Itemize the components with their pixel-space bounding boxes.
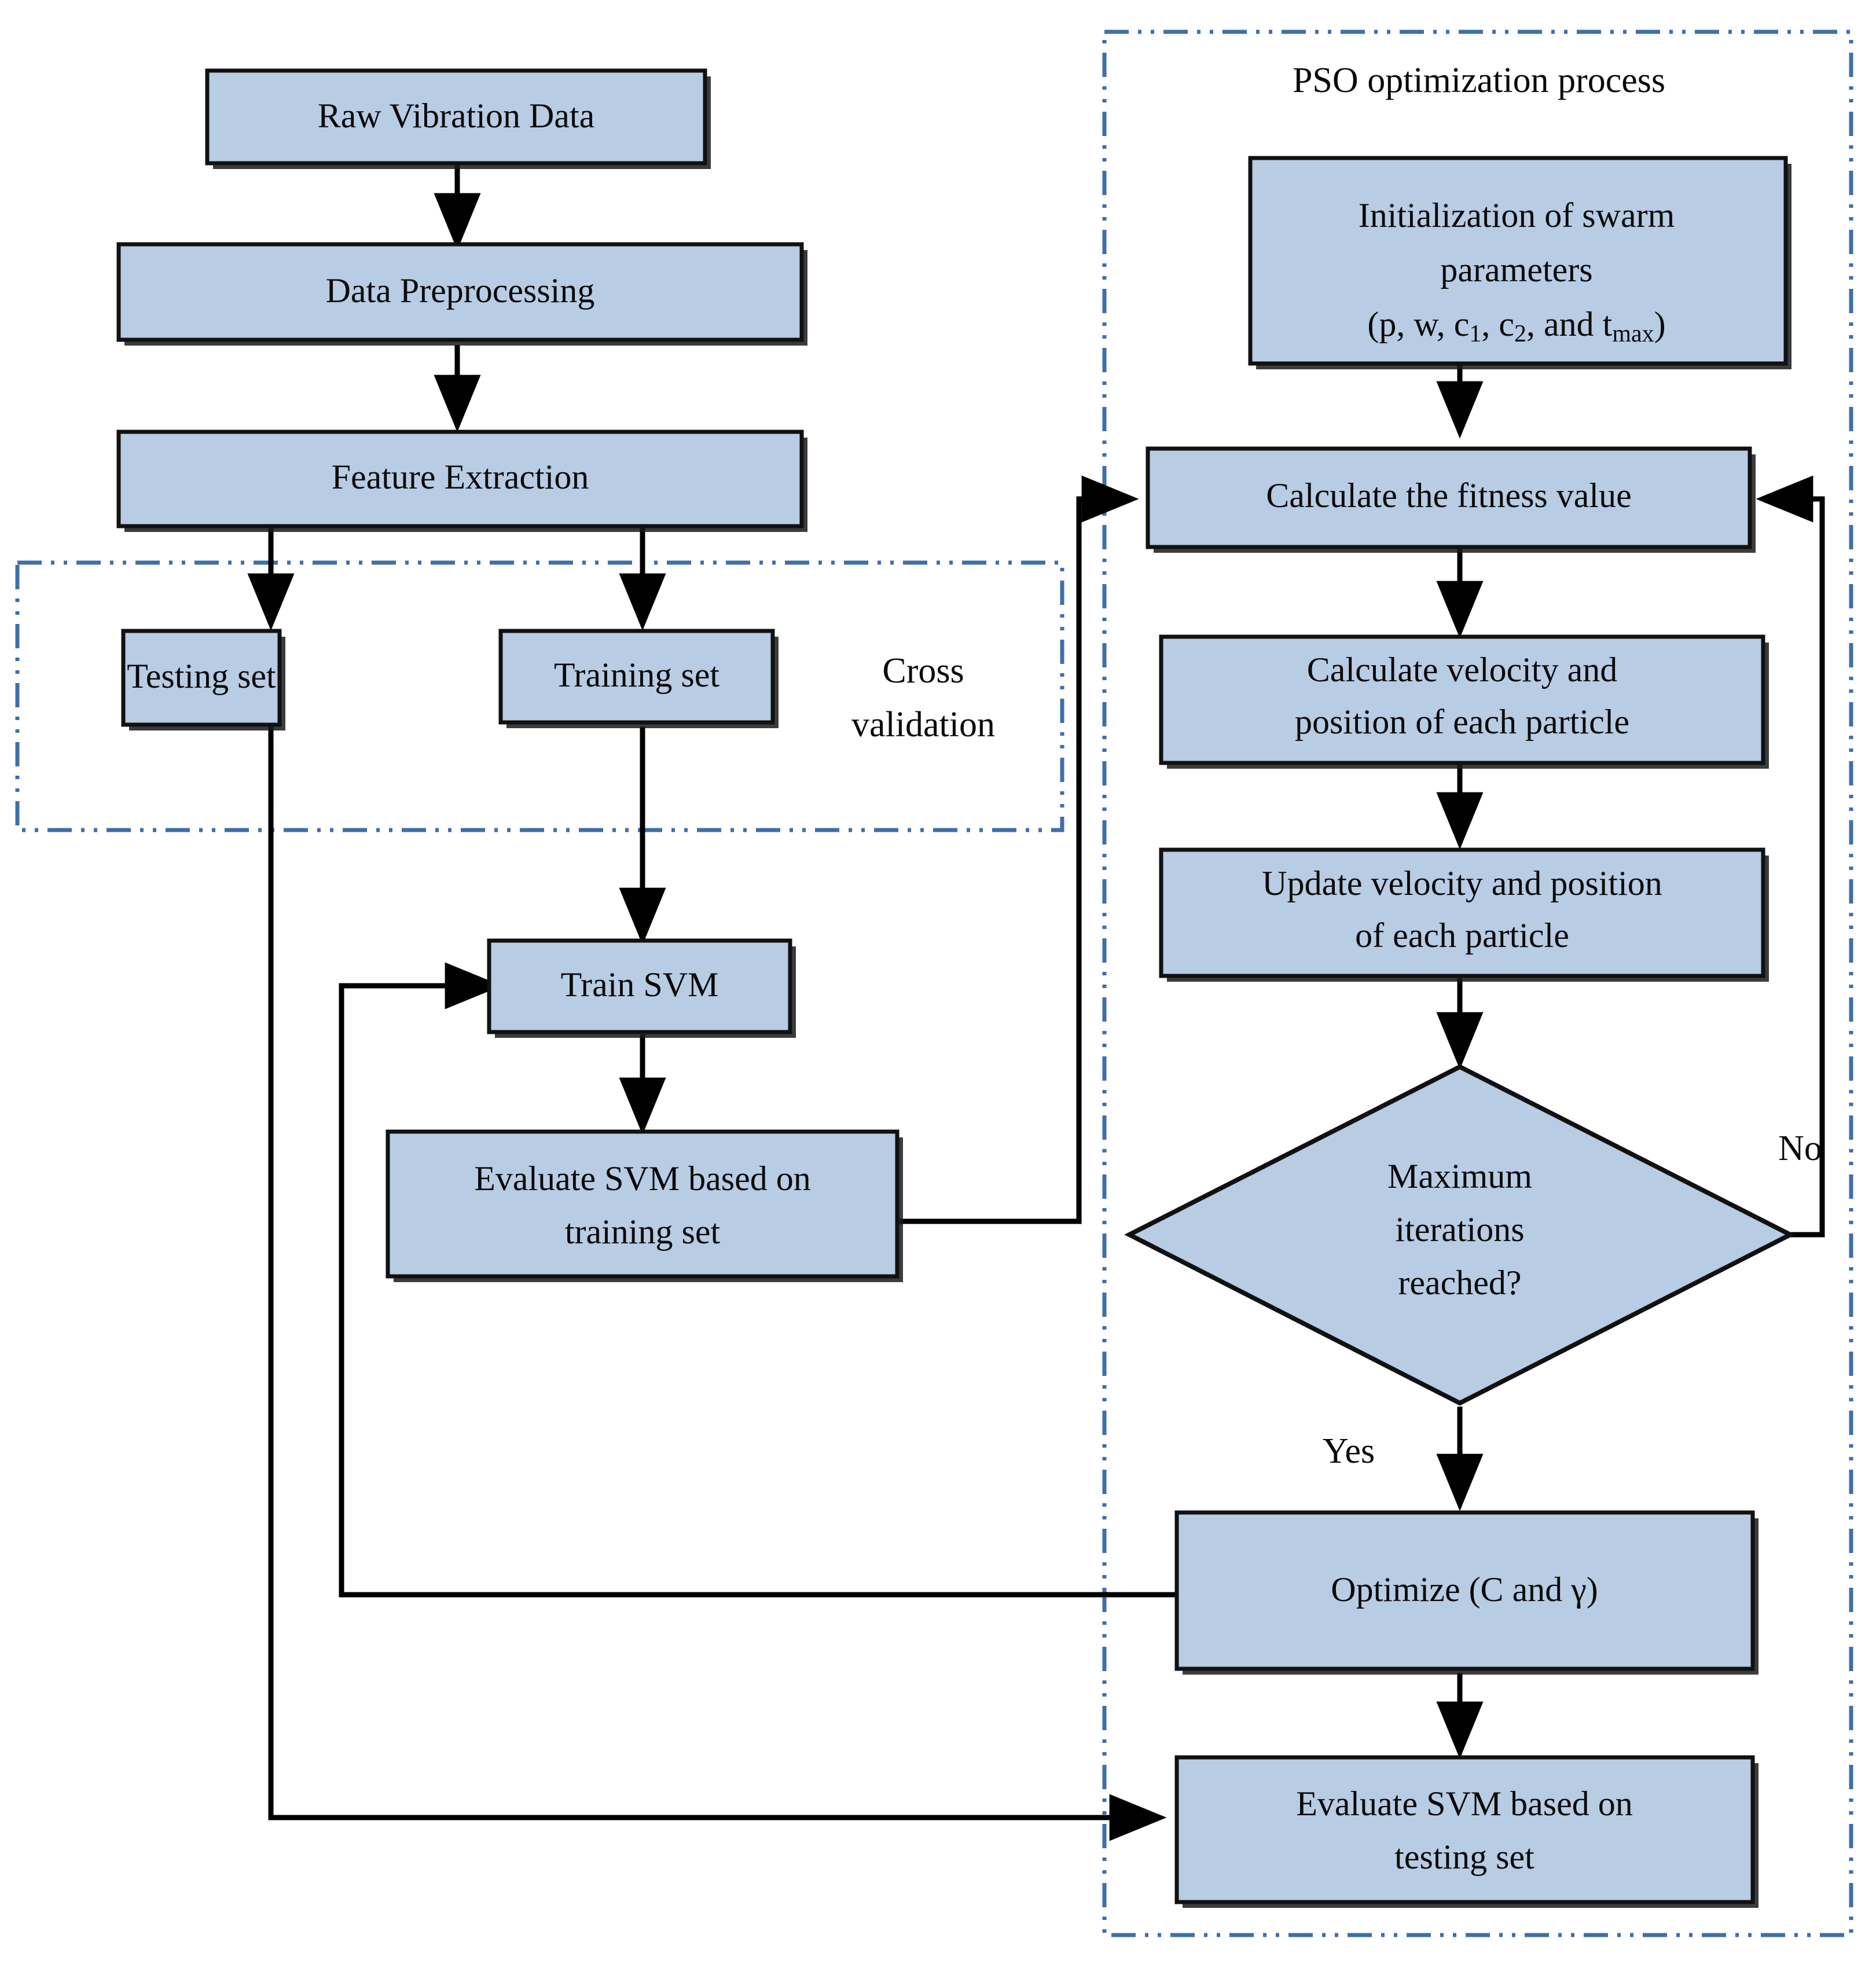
group-cross-validation-label-line2: validation bbox=[851, 705, 995, 744]
node-maximum-iterations-label-line3: reached? bbox=[1398, 1264, 1521, 1302]
node-evaluate-svm-testing-label-line1: Evaluate SVM based on bbox=[1296, 1785, 1633, 1823]
init-param-sub2: 2 bbox=[1514, 321, 1526, 347]
edge-decision-no-to-fitness bbox=[1756, 475, 1825, 1238]
edge-testing-to-evaluate-testing bbox=[268, 726, 1167, 1841]
node-update-velocity-position[interactable]: Update velocity and position of each par… bbox=[1159, 847, 1769, 982]
node-evaluate-svm-training-label-line1: Evaluate SVM based on bbox=[474, 1159, 811, 1198]
node-training-set[interactable]: Training set bbox=[498, 629, 779, 728]
node-feature-extraction[interactable]: Feature Extraction bbox=[116, 429, 807, 532]
node-raw-vibration-data-label: Raw Vibration Data bbox=[318, 97, 595, 135]
node-testing-set-label: Testing set bbox=[127, 657, 276, 695]
node-initialization-label-line3: (p, w, c1, c2, and tmax) bbox=[1367, 305, 1665, 347]
edge-label-no: No bbox=[1778, 1129, 1822, 1168]
node-data-preprocessing[interactable]: Data Preprocessing bbox=[116, 242, 807, 346]
node-train-svm-label: Train SVM bbox=[561, 966, 719, 1004]
node-data-preprocessing-label: Data Preprocessing bbox=[326, 271, 595, 310]
init-param-sub1: 1 bbox=[1469, 321, 1481, 347]
group-cross-validation-label-line1: Cross bbox=[882, 651, 964, 691]
node-feature-extraction-label: Feature Extraction bbox=[332, 458, 589, 496]
node-maximum-iterations-reached[interactable]: Maximum iterations reached? bbox=[1124, 1064, 1796, 1406]
node-calculate-velocity-label-line1: Calculate velocity and bbox=[1307, 651, 1617, 689]
node-calculate-velocity-position[interactable]: Calculate velocity and position of each … bbox=[1159, 634, 1769, 769]
node-calculate-fitness-value-label: Calculate the fitness value bbox=[1266, 476, 1631, 515]
init-param-end: ) bbox=[1654, 305, 1666, 343]
node-maximum-iterations-label-line1: Maximum bbox=[1387, 1157, 1532, 1195]
init-param-mid: , c bbox=[1481, 305, 1514, 343]
edge-evaluate-training-to-fitness bbox=[900, 475, 1139, 1224]
node-initialization-of-swarm-parameters[interactable]: Initialization of swarm parameters (p, w… bbox=[1248, 156, 1791, 369]
group-pso-border bbox=[1102, 30, 1853, 1937]
node-initialization-label-line2: parameters bbox=[1440, 251, 1592, 289]
node-training-set-label: Training set bbox=[554, 656, 719, 694]
node-maximum-iterations-label-line2: iterations bbox=[1395, 1210, 1524, 1249]
init-param-sub3: max bbox=[1612, 321, 1654, 347]
node-update-velocity-label-line2: of each particle bbox=[1355, 916, 1569, 955]
node-evaluate-svm-testing-label-line2: testing set bbox=[1394, 1838, 1534, 1876]
init-param-post: , and t bbox=[1526, 305, 1613, 343]
group-pso-label: PSO optimization process bbox=[1293, 61, 1665, 100]
edge-label-yes: Yes bbox=[1323, 1431, 1375, 1471]
group-cross-validation-border bbox=[15, 560, 1064, 832]
node-update-velocity-label-line1: Update velocity and position bbox=[1262, 864, 1662, 902]
edge-optimize-to-train-svm bbox=[339, 962, 1177, 1598]
node-raw-vibration-data[interactable]: Raw Vibration Data bbox=[205, 68, 711, 169]
init-param-pre: (p, w, c bbox=[1367, 305, 1469, 343]
node-evaluate-svm-testing[interactable]: Evaluate SVM based on testing set bbox=[1174, 1755, 1758, 1908]
node-evaluate-svm-training[interactable]: Evaluate SVM based on training set bbox=[386, 1129, 903, 1282]
node-optimize-c-gamma-label: Optimize (C and γ) bbox=[1331, 1570, 1598, 1609]
node-evaluate-svm-training-label-line2: training set bbox=[565, 1213, 721, 1251]
node-train-svm[interactable]: Train SVM bbox=[487, 938, 796, 1038]
node-optimize-c-gamma[interactable]: Optimize (C and γ) bbox=[1174, 1510, 1758, 1675]
node-calculate-velocity-label-line2: position of each particle bbox=[1295, 703, 1629, 741]
node-calculate-fitness-value[interactable]: Calculate the fitness value bbox=[1146, 446, 1756, 553]
node-initialization-label-line1: Initialization of swarm bbox=[1359, 196, 1675, 234]
node-testing-set[interactable]: Testing set bbox=[121, 629, 285, 730]
